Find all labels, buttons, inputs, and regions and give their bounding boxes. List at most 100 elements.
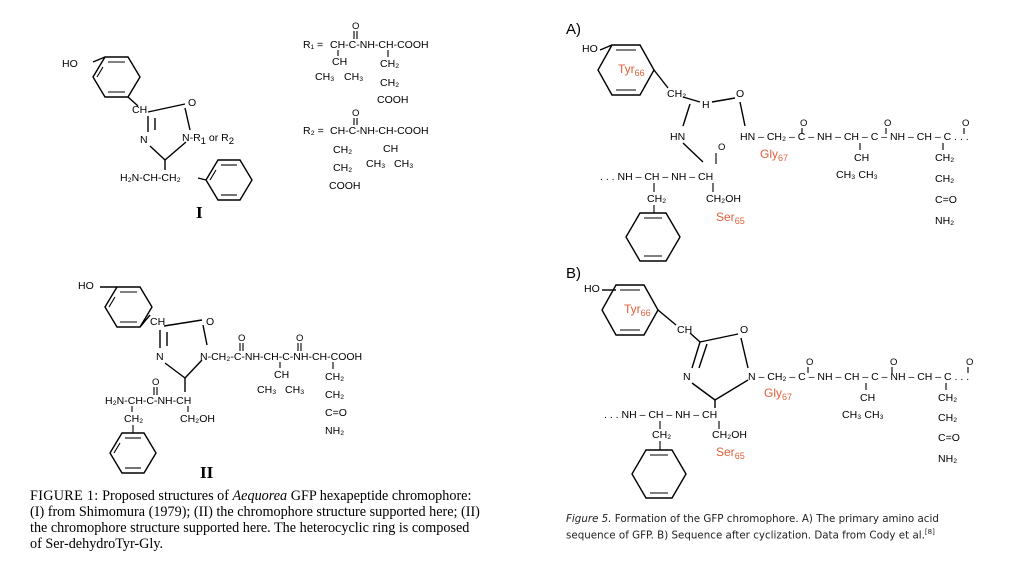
- tyr-label-a: Tyr66: [618, 62, 645, 78]
- main-chain-ii: N-CH₂-C-NH-CH-C-NH-CH-COOH: [200, 351, 362, 363]
- lower-chain-a: . . . NH – CH – NH – CH: [600, 171, 713, 183]
- r2-ch: CH: [383, 143, 398, 155]
- ch2b-a: CH₂: [935, 173, 954, 185]
- tyr-ring-a: [597, 44, 655, 96]
- structure-i: HO CH O N N-R1 or R2 H₂N-CH-CH₂ I: [62, 56, 253, 222]
- o4-b: O: [890, 357, 897, 368]
- o2-a: O: [718, 142, 725, 153]
- o4-ii: O: [152, 377, 159, 388]
- ch2a-ii: CH₂: [325, 371, 344, 383]
- r2-o: O: [352, 108, 359, 119]
- phenol-ring-i: [92, 56, 141, 98]
- nr-label-i: N-R1 or R2: [182, 132, 234, 147]
- r2-ch2b: CH₂: [333, 162, 352, 174]
- phenyl-ring-ii: [109, 432, 157, 474]
- r1-cooh: COOH: [377, 94, 409, 106]
- o5-b: O: [966, 357, 973, 368]
- r1-ch2a: CH₂: [380, 58, 399, 70]
- r2-chain: CH-C-NH-CH-COOH: [330, 125, 429, 137]
- ch-val-ii: CH: [274, 369, 289, 381]
- r2-cooh: COOH: [329, 180, 361, 192]
- figure-5-caption: Figure 5. Formation of the GFP chromopho…: [566, 513, 986, 542]
- r2-ch3a: CH₃: [366, 158, 385, 170]
- panel-a: A) HO Tyr66 CH₂ H O HN HN – CH₂ – C – NH…: [566, 21, 969, 262]
- r1-chain: CH-C-NH-CH-COOH: [330, 39, 429, 51]
- ch2-left-ii: CH₂: [124, 413, 143, 425]
- ch2oh-b: CH₂OH: [712, 429, 747, 441]
- r2-substituent: R₂ = CH-C-NH-CH-COOH O CH₂ CH₂ COOH CH C…: [303, 108, 429, 192]
- o3-b: O: [806, 357, 813, 368]
- figure-1-label: FIGURE 1:: [30, 488, 99, 504]
- o3-a: O: [800, 118, 807, 129]
- hn-a: HN: [670, 131, 685, 143]
- o2-ii: O: [238, 333, 245, 344]
- caption-1-italic: Aequorea: [232, 488, 288, 504]
- r2-ch2a: CH₂: [333, 144, 352, 156]
- ch-label-ii: CH: [150, 316, 165, 328]
- ho-b: HO: [584, 283, 600, 295]
- r1-substituent: R₁ = CH-C-NH-CH-COOH O CH CH₃ CH₃ CH₂ CH…: [303, 21, 429, 106]
- tyr-ring-b: [601, 284, 659, 336]
- co-a: C=O: [935, 194, 957, 206]
- h-a: H: [702, 99, 710, 111]
- ch2-phe-a: CH₂: [647, 193, 666, 205]
- ch2oh-a: CH₂OH: [706, 193, 741, 205]
- ch2-a: CH₂: [667, 88, 686, 100]
- ch2b-ii: CH₂: [325, 389, 344, 401]
- ch-val-b: CH: [860, 392, 875, 404]
- caption-5-ref: [8]: [924, 528, 935, 536]
- tyr-label-b: Tyr66: [624, 302, 651, 318]
- o-b: O: [740, 324, 748, 336]
- caption-5-text: Formation of the GFP chromophore. A) The…: [566, 513, 939, 542]
- o-label-ii: O: [206, 316, 214, 328]
- r2-label: R₂ =: [303, 125, 324, 137]
- ho-label-i: HO: [62, 58, 78, 70]
- phe-ring-a: [625, 212, 681, 262]
- panel-b-label: B): [566, 265, 581, 282]
- o4-a: O: [884, 118, 891, 129]
- n-left-b: N: [683, 371, 691, 383]
- gly-label-a: Gly67: [760, 147, 788, 163]
- r1-ch3b: CH₃: [344, 71, 363, 83]
- o3-ii: O: [296, 333, 303, 344]
- nh2-ii: NH₂: [325, 425, 344, 437]
- ch2a-b: CH₂: [938, 392, 957, 404]
- phenyl-ring-i: [205, 159, 253, 201]
- ho-label-ii: HO: [78, 280, 94, 292]
- ch2a-a: CH₂: [935, 152, 954, 164]
- r1-o: O: [352, 21, 359, 32]
- ser-label-b: Ser65: [716, 445, 745, 461]
- o-a: O: [736, 88, 744, 100]
- ch-label-i: CH: [132, 104, 147, 116]
- left-chain-ii: H₂N-CH-C-NH-CH: [105, 395, 191, 407]
- lower-chain-b: . . . NH – CH – NH – CH: [604, 409, 717, 421]
- co-b: C=O: [938, 432, 960, 444]
- structure-ii: HO CH O N N-CH₂-C-NH-CH-C-NH-CH-COOH O O…: [78, 280, 362, 482]
- caption-1-text-after: GFP hexapeptide chromophore: (I) from Sh…: [30, 488, 480, 552]
- ch-b: CH: [677, 324, 692, 336]
- label-ii: II: [200, 463, 214, 482]
- phe-ring-b: [631, 449, 687, 499]
- caption-1-text-before: Proposed structures of: [102, 488, 233, 504]
- panel-a-label: A): [566, 21, 581, 38]
- ho-a: HO: [582, 43, 598, 55]
- o-label-i: O: [188, 97, 196, 109]
- ch2oh-ii: CH₂OH: [180, 413, 215, 425]
- gly-label-b: Gly67: [764, 386, 792, 402]
- main-chain-b: N – CH₂ – C – NH – CH – C – NH – CH – C …: [748, 371, 969, 383]
- side-chain-i: H₂N-CH-CH₂: [120, 172, 181, 184]
- figure-1-caption: FIGURE 1: Proposed structures of Aequore…: [30, 488, 482, 552]
- r1-ch: CH: [332, 56, 347, 68]
- o5-a: O: [962, 118, 969, 129]
- nh2-a: NH₂: [935, 215, 954, 227]
- ch3-a: CH₃ CH₃: [836, 169, 878, 181]
- figure-5-label: Figure 5.: [566, 513, 612, 525]
- co-ii: C=O: [325, 407, 347, 419]
- ch2b-b: CH₂: [938, 412, 957, 424]
- label-i: I: [196, 203, 203, 222]
- main-chain-a: HN – CH₂ – C – NH – CH – C – NH – CH – C…: [740, 131, 969, 143]
- r1-ch2b: CH₂: [380, 77, 399, 89]
- n-label-i: N: [140, 134, 148, 146]
